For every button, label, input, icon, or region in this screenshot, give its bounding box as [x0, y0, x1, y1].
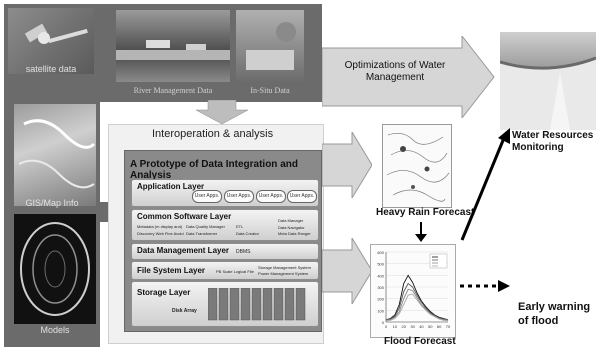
x-tick-label: 60 [437, 324, 442, 329]
user-apps-pill: User Apps. [287, 190, 317, 203]
interop-title: Interoperation & analysis [152, 128, 274, 140]
file-item: PB Scale Logical File [216, 269, 254, 274]
y-tick-label: 200 [377, 297, 384, 302]
file-item: Power Management System [258, 271, 309, 276]
x-tick-label: 50 [428, 324, 433, 329]
user-apps-pill: User Apps. [224, 190, 254, 203]
storage-layer-title: Storage Layer [137, 288, 191, 297]
rain-map-icon [386, 133, 450, 202]
prototype-panel: A Prototype of Data Integration and Anal… [124, 150, 322, 332]
storage-layer: Storage Layer Disk Array [131, 281, 319, 327]
x-tick-label: 10 [393, 324, 398, 329]
user-apps-pill: User Apps. [192, 190, 222, 203]
x-tick-label: 40 [419, 324, 424, 329]
y-tick-label: 300 [377, 285, 384, 290]
satellite-icon [24, 23, 88, 44]
data-mgmt-layer-title: Data Management Layer [137, 246, 230, 255]
x-tick-label: 30 [410, 324, 415, 329]
map-icon [18, 119, 96, 189]
file-system-layer: File System Layer PB Scale Logical File … [131, 261, 319, 280]
application-layer: Application Layer User Apps. User Apps. … [131, 179, 319, 207]
arrow-to-flood-icon [322, 238, 372, 304]
optimization-label: Optimizations of Water Management [344, 60, 446, 83]
common-layer-title: Common Software Layer [137, 212, 232, 221]
y-tick-label: 600 [377, 250, 384, 255]
gis-image [14, 104, 96, 206]
dashed-arrow-icon [460, 280, 510, 292]
common-item: Metadata (m display and) [137, 224, 183, 229]
y-tick-label: 0 [382, 320, 385, 325]
x-tick-label: 0 [385, 324, 388, 329]
rain-map-image [382, 124, 452, 208]
gis-label: GIS/Map Info [25, 198, 79, 208]
river-image [116, 10, 230, 82]
models-label: Models [40, 325, 70, 335]
y-tick-label: 400 [377, 273, 384, 278]
series-line [385, 274, 449, 321]
globe-icon [20, 222, 90, 316]
insitu-image [236, 10, 304, 82]
common-item: Data Quality Manager [186, 224, 225, 229]
models-image [14, 214, 96, 324]
water-resources-label: Water Resources Monitoring [512, 130, 594, 153]
series-line [385, 288, 449, 321]
insitu-label: In-Situ Data [250, 86, 290, 95]
legend-box [429, 253, 448, 269]
x-tick-label: 70 [446, 324, 451, 329]
common-item: ETL [236, 224, 244, 229]
common-item: Data Manager [278, 218, 304, 223]
common-item: Data Transformer [186, 231, 218, 236]
user-apps-pill: User Apps. [256, 190, 286, 203]
y-tick-label: 100 [377, 308, 384, 313]
dam-icon [500, 56, 596, 130]
file-layer-title: File System Layer [137, 266, 206, 275]
common-item: Data Navigator [278, 225, 305, 230]
arrow-to-rain-icon [322, 132, 372, 198]
dam-image [500, 32, 596, 130]
file-item: Storage Management System [258, 265, 311, 270]
common-item: Meta Data Ranger [278, 231, 311, 236]
common-item: Discovery Web Fine Avoid [137, 231, 184, 236]
arrow-down-icon [415, 222, 427, 242]
river-label: River Management Data [133, 86, 213, 95]
application-layer-title: Application Layer [137, 182, 205, 191]
down-arrow-icon [196, 100, 248, 124]
early-warning-label: Early warning of flood [518, 301, 591, 327]
arrow-to-optimization-icon [322, 36, 495, 118]
series-line [385, 293, 449, 322]
flood-forecast-label: Flood Forecast [384, 336, 456, 347]
heavy-rain-label: Heavy Rain Forecast [376, 207, 475, 218]
disk-array-icon [208, 288, 306, 321]
dbms-label: DBMS [236, 249, 251, 255]
satellite-label: satellite data [25, 64, 77, 74]
arrow-diagonal-icon [460, 128, 510, 241]
x-tick-label: 20 [401, 324, 406, 329]
common-item: Data Creator [236, 231, 259, 236]
prototype-title: A Prototype of Data Integration and Anal… [130, 159, 298, 181]
common-software-layer: Common Software Layer Metadata (m displa… [131, 209, 319, 241]
series-line [385, 282, 449, 321]
disk-array-label: Disk Array [172, 308, 197, 314]
y-tick-label: 500 [377, 262, 384, 267]
satellite-image [8, 8, 94, 74]
data-management-layer: Data Management Layer DBMS [131, 243, 319, 260]
